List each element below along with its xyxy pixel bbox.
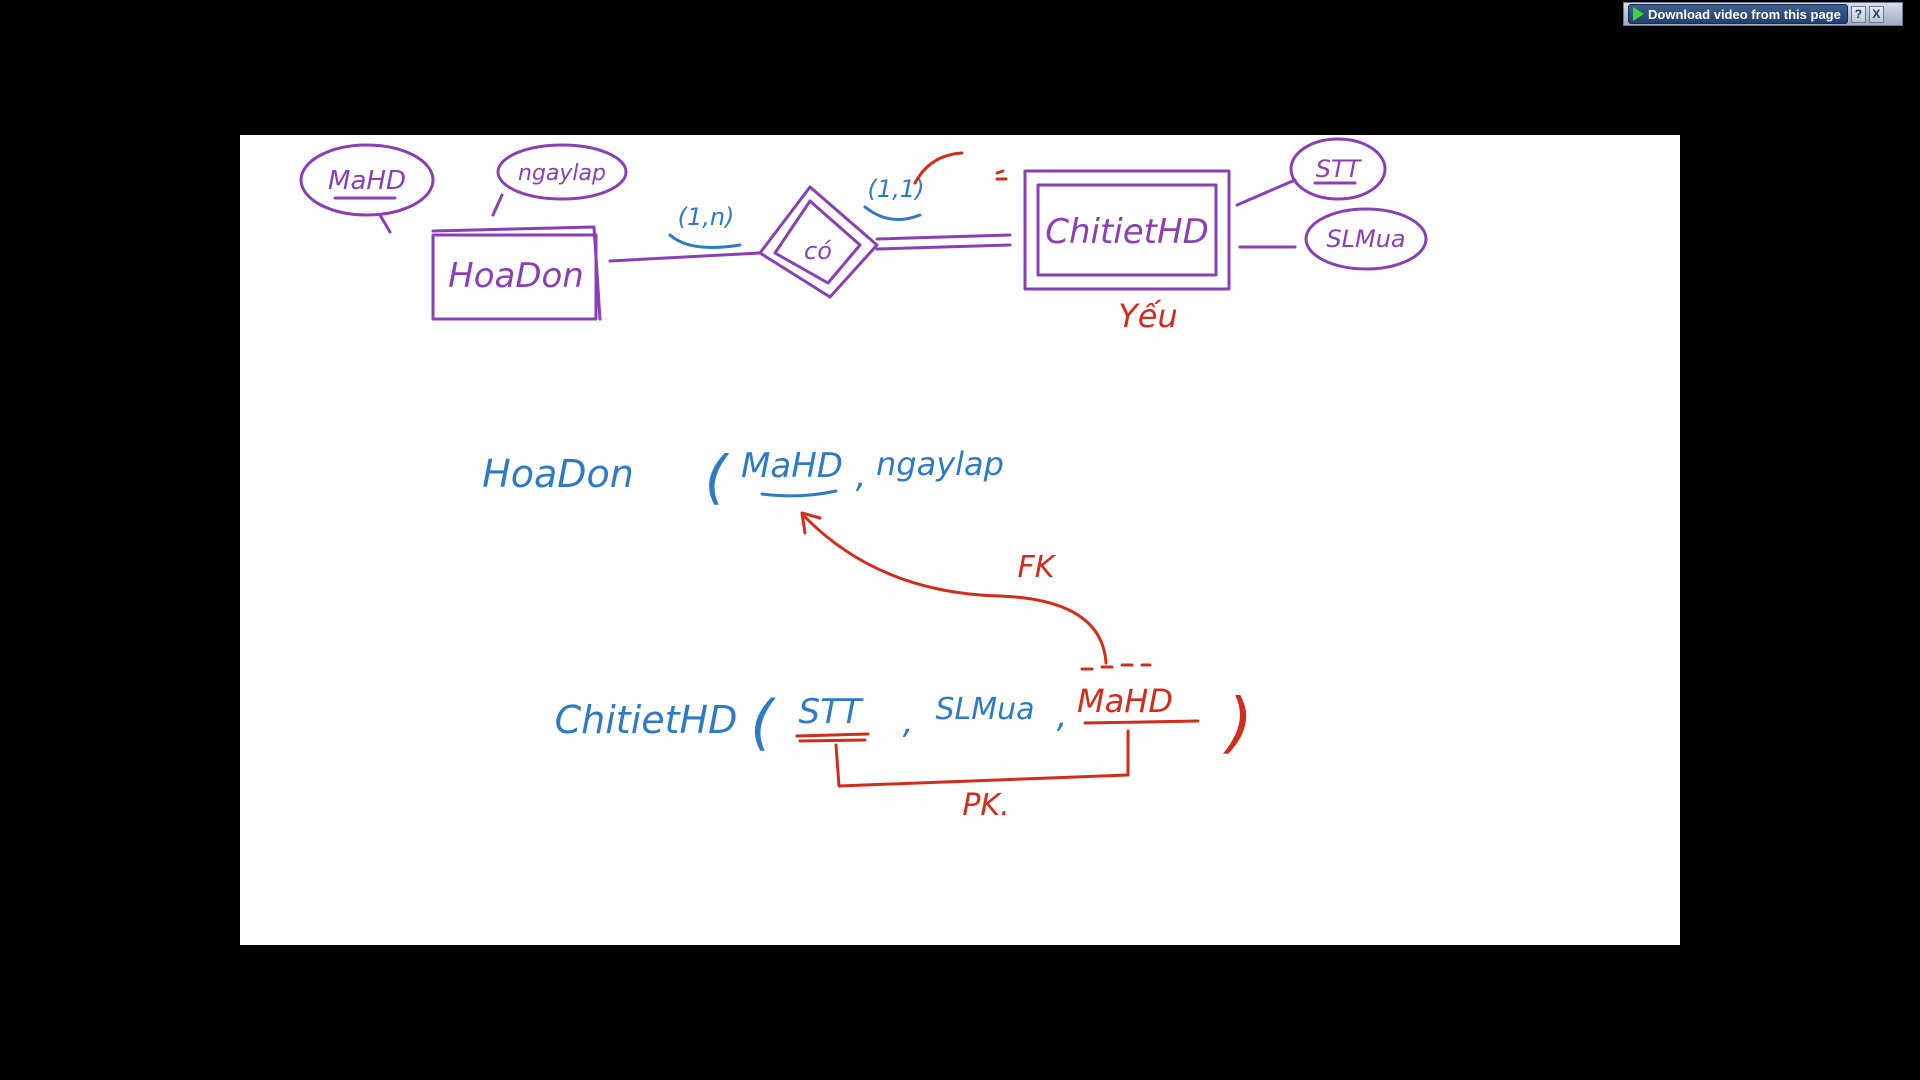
attribute-ngaylap: ngaylap: [518, 161, 606, 186]
relationship-line-right-2: [875, 243, 1012, 251]
attribute-ellipse-ngaylap: [496, 143, 628, 201]
pk-label: PK.: [962, 788, 1009, 823]
fk-label: FK: [1018, 550, 1057, 585]
attribute-ellipse-stt: [1289, 137, 1387, 201]
relation-chitiethd-fk-mahd: MaHD: [1077, 682, 1173, 720]
cardinality-11: (1,1): [868, 175, 925, 203]
pk-underline-stt-2: [798, 738, 867, 743]
attribute-stt: STT: [1316, 155, 1363, 183]
fk-dashes: [1080, 663, 1152, 671]
entity-hoadon: HoaDon: [448, 256, 584, 296]
relation-chitiethd-comma-2: ,: [1057, 696, 1068, 736]
download-video-button[interactable]: Download video from this page: [1628, 4, 1848, 24]
annotation-curve: [913, 151, 964, 185]
relationship-diamond-inner: [773, 199, 862, 285]
cardinality-11-arc: [863, 205, 922, 221]
relation-chitiethd-key-stt: STT: [798, 692, 863, 732]
weak-entity-note: Yếu: [1118, 297, 1178, 335]
entity-chitiethd: ChitietHD: [1045, 212, 1209, 252]
relation-chitiethd-open-paren: (: [750, 688, 776, 758]
relationship-diamond: [758, 185, 879, 299]
cardinality-1n-arc: [668, 233, 742, 249]
entity-box-chitiethd-outer: [1023, 169, 1231, 291]
relation-chitiethd-comma-1: ,: [903, 702, 914, 742]
play-icon: [1633, 7, 1644, 21]
relationship-line-right-1: [875, 233, 1012, 241]
help-button[interactable]: ?: [1850, 5, 1866, 23]
attribute-slmua: SLMua: [1326, 225, 1405, 253]
relationship-line-left: [608, 251, 762, 263]
pk-underline-mahd: [1083, 719, 1200, 725]
entity-box-hoadon-stroke: [431, 225, 602, 321]
relation-chitiethd-name: ChitietHD: [555, 698, 738, 742]
pk-underline-stt-1: [795, 732, 870, 738]
connector-stt: [1235, 178, 1297, 207]
entity-box-chitiethd-inner: [1036, 183, 1218, 277]
relation-hoadon-ngaylap: ngaylap: [876, 445, 1004, 483]
connector-mahd: [378, 213, 392, 234]
attribute-ellipse-mahd: [299, 143, 435, 217]
pk-bracket: [834, 729, 1130, 788]
relation-hoadon-name: HoaDon: [482, 452, 634, 496]
attribute-ellipse-slmua: [1304, 207, 1428, 271]
whiteboard: MaHD ngaylap HoaDon có ChitietHD: [240, 135, 1680, 945]
relation-hoadon-open-paren: (: [705, 443, 730, 511]
relation-chitiethd-close-paren: ): [1222, 684, 1253, 761]
fk-arrow-curve: [803, 515, 1108, 665]
fk-arrow-head: [800, 511, 822, 535]
primary-key-underline-mahd: [760, 489, 838, 498]
whiteboard-drawing: MaHD ngaylap HoaDon có ChitietHD: [299, 137, 1428, 823]
relation-chitiethd-slmua: SLMua: [935, 692, 1034, 727]
download-video-toolbar: Download video from this page ? X: [1623, 2, 1903, 26]
annotation-tick-1: [995, 169, 1005, 175]
relationship-co: có: [804, 237, 832, 265]
relation-hoadon-key-mahd: MaHD: [741, 446, 843, 486]
cardinality-1n: (1,n): [678, 203, 735, 231]
connector-ngaylap: [491, 193, 504, 217]
relation-hoadon-comma: ,: [856, 456, 867, 496]
download-video-label: Download video from this page: [1648, 6, 1841, 22]
attribute-mahd: MaHD: [328, 166, 406, 196]
close-button[interactable]: X: [1868, 5, 1884, 23]
